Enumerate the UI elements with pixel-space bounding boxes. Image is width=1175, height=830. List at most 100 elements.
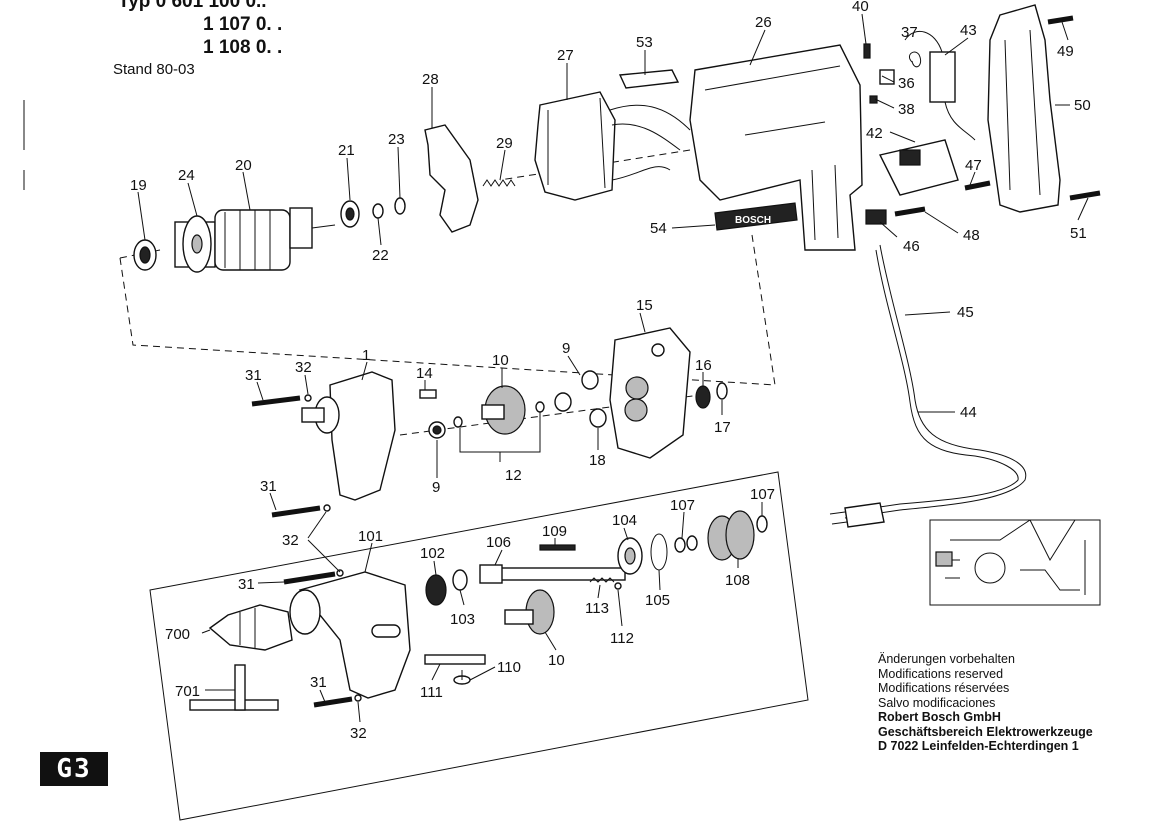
label-701: 701 <box>175 683 200 700</box>
washer-103 <box>452 569 468 591</box>
label-10b: 10 <box>548 652 565 669</box>
label-14: 14 <box>416 365 433 382</box>
label-31b: 31 <box>260 478 277 495</box>
page-code-badge: G3 <box>40 752 108 786</box>
label-32b: 32 <box>282 532 299 549</box>
label-107a: 107 <box>670 497 695 514</box>
pin-14 <box>419 389 437 399</box>
screw-47 <box>964 180 991 191</box>
screw-31-d <box>313 696 353 708</box>
label-20: 20 <box>235 157 252 174</box>
field-coil-27 <box>534 91 691 201</box>
label-40: 40 <box>852 0 869 15</box>
label-18: 18 <box>589 452 606 469</box>
label-37: 37 <box>901 24 918 41</box>
label-45: 45 <box>957 304 974 321</box>
label-49: 49 <box>1057 43 1074 60</box>
label-111: 111 <box>420 684 443 701</box>
spindle-106 <box>479 564 626 584</box>
label-113: 113 <box>585 600 609 617</box>
label-22: 22 <box>372 247 389 264</box>
company-name: Robert Bosch GmbH <box>878 710 1001 724</box>
label-31a: 31 <box>245 367 262 384</box>
note-line-es: Salvo modificaciones <box>878 695 996 710</box>
label-1: 1 <box>362 347 370 364</box>
notes-block: Änderungen vorbehalten Modifications res… <box>878 652 1093 754</box>
label-16: 16 <box>695 357 712 374</box>
note-line-de: Änderungen vorbehalten <box>878 652 1015 666</box>
label-112: 112 <box>610 630 634 647</box>
label-32c: 32 <box>350 725 367 742</box>
nameplate-53 <box>618 69 680 89</box>
dashed-assembly-line <box>119 249 161 259</box>
washer-23 <box>394 197 406 215</box>
bosch-plate-54: BOSCH <box>714 202 798 231</box>
label-21: 21 <box>338 142 355 159</box>
bearing-16 <box>695 385 711 409</box>
label-31d: 31 <box>310 674 327 691</box>
label-42: 42 <box>866 125 883 142</box>
screw-51 <box>1069 190 1101 201</box>
type-number-line-3: 1 108 0. . <box>203 37 283 58</box>
label-104: 104 <box>612 512 637 529</box>
company-address: D 7022 Leinfelden-Echterdingen 1 <box>878 739 1079 753</box>
ball-112 <box>614 582 622 590</box>
label-108: 108 <box>725 572 750 589</box>
intermediate-gear-10 <box>481 385 526 435</box>
label-109: 109 <box>542 523 567 540</box>
company-division: Geschäftsbereich Elektrowerkzeuge <box>878 724 1093 739</box>
part-labels: 19 24 20 21 22 23 28 29 27 53 26 54 40 3… <box>130 0 1091 742</box>
capacitor-43 <box>904 30 976 141</box>
cable-clamp-46 <box>865 209 887 225</box>
key-109 <box>539 544 576 551</box>
stand-date: Stand 80-03 <box>113 61 195 78</box>
key-110 <box>453 670 471 685</box>
spring-113 <box>589 577 615 583</box>
screw-31-c <box>283 571 336 585</box>
label-9b: 9 <box>432 479 440 496</box>
screw-31-lower <box>271 505 321 518</box>
wiring-schematic <box>929 519 1101 606</box>
label-19: 19 <box>130 177 147 194</box>
label-26: 26 <box>755 14 772 31</box>
circlip-107b <box>686 535 698 551</box>
bearing-plate-15 <box>609 327 691 459</box>
label-9: 9 <box>562 340 570 357</box>
washer-12 <box>453 416 463 428</box>
fan-24 <box>182 215 212 273</box>
spring-29 <box>482 179 516 187</box>
handle-shell-50 <box>987 4 1061 213</box>
label-31c: 31 <box>238 576 255 593</box>
label-47: 47 <box>965 157 982 174</box>
pin-111 <box>424 654 486 665</box>
label-106: 106 <box>486 534 511 551</box>
label-15: 15 <box>636 297 653 314</box>
washer-22 <box>372 203 384 219</box>
label-105: 105 <box>645 592 670 609</box>
label-54: 54 <box>650 220 667 237</box>
label-700: 700 <box>165 626 190 643</box>
bosch-plate-text: BOSCH <box>735 215 771 226</box>
label-28: 28 <box>422 71 439 88</box>
needle-bearing-9b <box>554 370 599 412</box>
label-103: 103 <box>450 611 475 628</box>
spring-37 <box>908 51 922 68</box>
chuck-key-701 <box>189 664 279 711</box>
intermediate-gear-10b <box>504 589 555 635</box>
bearing-104 <box>617 537 643 575</box>
label-38: 38 <box>898 101 915 118</box>
label-17: 17 <box>714 419 731 436</box>
switch-42 <box>878 139 959 196</box>
washer-32 <box>304 394 312 402</box>
gear-108 <box>707 510 755 561</box>
label-53: 53 <box>636 34 653 51</box>
washer-32-lower <box>323 504 331 512</box>
label-12: 12 <box>505 467 522 484</box>
circlip-107c <box>756 515 768 533</box>
label-110: 110 <box>497 659 521 676</box>
motor-housing-26 <box>689 44 863 251</box>
label-46: 46 <box>903 238 920 255</box>
washer-12b <box>535 401 545 413</box>
note-line-en: Modifications reserved <box>878 666 1004 681</box>
